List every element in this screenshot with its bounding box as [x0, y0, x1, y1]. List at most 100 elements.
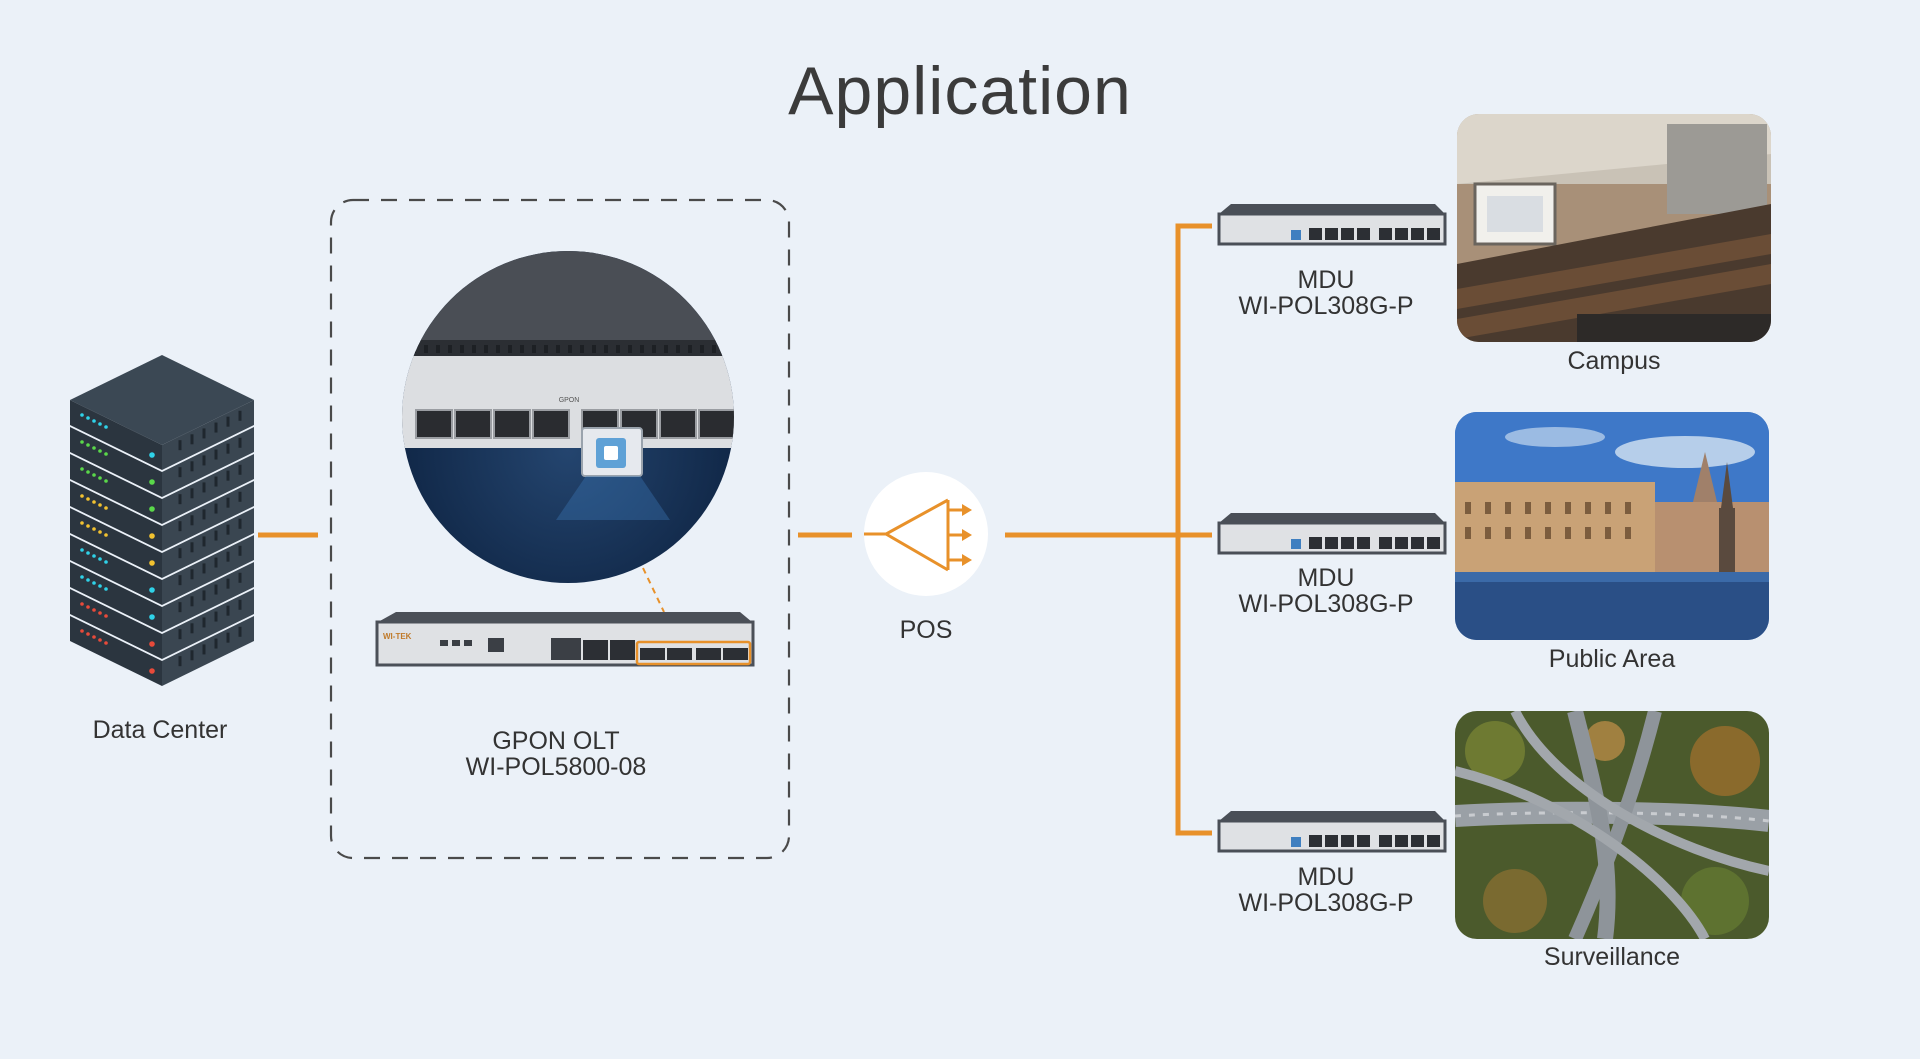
ethernet-port — [1309, 537, 1322, 549]
ethernet-port — [1411, 228, 1424, 240]
server-led — [149, 560, 155, 566]
server-led — [92, 419, 96, 423]
ethernet-port — [1325, 835, 1338, 847]
datacenter-label: Data Center — [92, 716, 228, 744]
server-led — [86, 632, 90, 636]
server-unit — [70, 508, 254, 578]
server-rack-icon: // placeholder — units drawn by script b… — [70, 355, 254, 686]
server-led — [149, 641, 155, 647]
server-led — [149, 668, 155, 674]
splitter-icon — [864, 472, 988, 596]
mdu-device-image — [1217, 811, 1447, 853]
server-led — [86, 470, 90, 474]
server-led — [98, 611, 102, 615]
server-unit — [70, 589, 254, 659]
server-led — [92, 635, 96, 639]
server-unit — [70, 616, 254, 686]
server-led — [149, 479, 155, 485]
ethernet-port — [1357, 835, 1370, 847]
server-led — [104, 560, 108, 564]
server-unit — [70, 454, 254, 524]
server-led — [86, 416, 90, 420]
mdu-device-image — [1217, 513, 1447, 555]
ethernet-port — [1357, 537, 1370, 549]
mdu-label-2: MDU WI-POL308G-P — [1183, 565, 1469, 617]
ethernet-port — [1379, 228, 1392, 240]
server-led — [104, 506, 108, 510]
city-square-photo — [1455, 412, 1769, 640]
scenario-label-public-area: Public Area — [1548, 645, 1676, 673]
ethernet-port — [1357, 228, 1370, 240]
server-led — [98, 422, 102, 426]
server-unit — [70, 427, 254, 497]
server-led — [98, 503, 102, 507]
ethernet-port — [1309, 835, 1322, 847]
mdu-device-image — [1217, 204, 1447, 246]
server-led — [149, 452, 155, 458]
ethernet-port — [1341, 537, 1354, 549]
mdu-name: MDU — [1297, 863, 1355, 891]
scenario-label-surveillance: Surveillance — [1543, 943, 1681, 971]
server-led — [98, 638, 102, 642]
mdu-model: WI-POL308G-P — [1238, 889, 1414, 917]
ethernet-port — [1427, 228, 1440, 240]
connection-lines — [258, 223, 1212, 836]
server-led — [86, 605, 90, 609]
ethernet-port — [1411, 537, 1424, 549]
server-led — [98, 449, 102, 453]
mdu-name: MDU — [1297, 266, 1355, 294]
ethernet-port — [1309, 228, 1322, 240]
server-led — [149, 506, 155, 512]
ethernet-port — [1341, 228, 1354, 240]
olt-label: GPON OLT WI-POL5800-08 — [406, 728, 706, 780]
server-led — [98, 584, 102, 588]
olt-brand: WI-TEK — [383, 632, 412, 641]
server-led — [92, 473, 96, 477]
server-led — [92, 554, 96, 558]
server-led — [86, 524, 90, 528]
server-led — [149, 587, 155, 593]
server-led — [92, 581, 96, 585]
link-bus-vertical — [1175, 223, 1212, 836]
ethernet-port — [1395, 835, 1408, 847]
server-unit — [70, 535, 254, 605]
server-led — [80, 494, 84, 498]
server-led — [104, 479, 108, 483]
server-led — [80, 575, 84, 579]
olt-dashed-frame — [329, 198, 791, 860]
ethernet-port — [1379, 537, 1392, 549]
server-led — [80, 602, 84, 606]
server-led — [92, 500, 96, 504]
server-led — [104, 425, 108, 429]
mdu-model: WI-POL308G-P — [1238, 292, 1414, 320]
server-led — [86, 578, 90, 582]
server-led — [104, 587, 108, 591]
server-led — [98, 476, 102, 480]
server-unit — [70, 400, 254, 470]
server-led — [86, 443, 90, 447]
page-title: Application — [788, 53, 1132, 129]
server-led — [86, 497, 90, 501]
server-led — [92, 608, 96, 612]
olt-device-image: WI-TEK — [375, 612, 755, 667]
mdu-name: MDU — [1297, 564, 1355, 592]
server-led — [104, 452, 108, 456]
mdu-model: WI-POL308G-P — [1238, 590, 1414, 618]
ethernet-port — [1395, 228, 1408, 240]
server-led — [104, 533, 108, 537]
server-led — [104, 614, 108, 618]
ethernet-port — [1325, 537, 1338, 549]
server-led — [80, 467, 84, 471]
olt-name: GPON OLT — [492, 727, 620, 755]
server-led — [98, 557, 102, 561]
lecture-hall-photo — [1457, 114, 1771, 342]
server-led — [80, 548, 84, 552]
zoom-caption: GPON — [559, 397, 580, 404]
server-led — [98, 530, 102, 534]
server-led — [149, 614, 155, 620]
ethernet-port — [1341, 835, 1354, 847]
ethernet-port — [1427, 835, 1440, 847]
highway-interchange-photo — [1455, 711, 1769, 939]
server-led — [80, 413, 84, 417]
